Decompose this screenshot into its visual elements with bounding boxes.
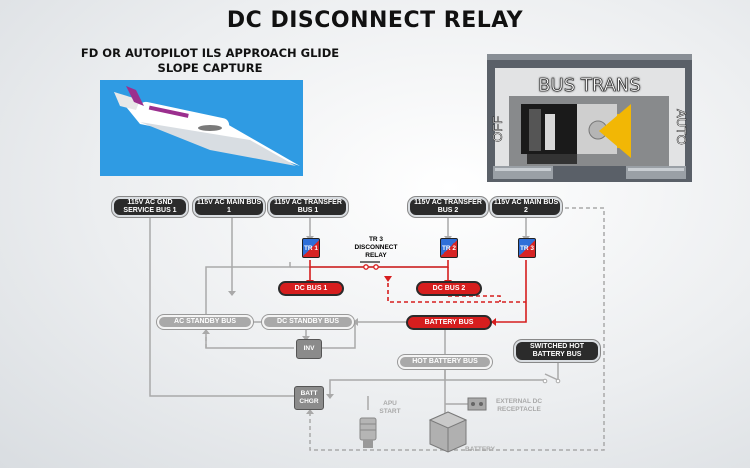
apu-start-icon xyxy=(359,417,377,448)
dc-bus-1: DC BUS 1 xyxy=(278,281,344,296)
battery-bus: BATTERY BUS xyxy=(406,315,492,330)
disconnect-relay-contacts xyxy=(360,261,380,270)
switched-hot-battery-bus: SWITCHED HOT BATTERY BUS xyxy=(514,340,600,362)
external-dc-label: EXTERNAL DC RECEPTACLE xyxy=(495,398,543,413)
ac-transfer-bus-1: 115V AC TRANSFER BUS 1 xyxy=(268,197,348,217)
airplane-illustration xyxy=(100,80,303,176)
dc-standby-bus: DC STANDBY BUS xyxy=(262,315,354,329)
ac-transfer-bus-2: 115V AC TRANSFER BUS 2 xyxy=(408,197,488,217)
battery-label: BATTERY xyxy=(465,446,495,453)
inverter: INV xyxy=(296,339,322,359)
bus-trans-switch-panel xyxy=(487,54,692,182)
apu-start-label: APU START xyxy=(379,400,401,415)
relay-label: TR 3 DISCONNECT RELAY xyxy=(354,236,398,259)
hot-battery-switch xyxy=(542,378,561,384)
page-title: DC DISCONNECT RELAY xyxy=(226,8,524,33)
airplane-icon xyxy=(114,86,300,166)
bus-trans-panel: BUS TRANS OFF AUTO xyxy=(487,54,692,182)
gnd-service-bus-1: 115V AC GND SERVICE BUS 1 xyxy=(112,197,188,217)
battery-icon xyxy=(428,411,468,453)
bus-trans-label: BUS TRANS xyxy=(538,75,641,96)
dc-bus-2: DC BUS 2 xyxy=(416,281,482,296)
ac-main-bus-2: 115V AC MAIN BUS 2 xyxy=(490,197,562,217)
ac-standby-bus: AC STANDBY BUS xyxy=(157,315,253,329)
external-dc-receptacle-icon xyxy=(467,397,487,411)
tr2-unit: TR 2 xyxy=(440,238,458,258)
tr3-unit: TR 3 xyxy=(518,238,536,258)
active-dashed-wiring xyxy=(387,276,526,303)
battery-charger: BATT CHGR xyxy=(294,386,324,410)
hot-battery-bus: HOT BATTERY BUS xyxy=(398,355,492,369)
tr1-unit: TR 1 xyxy=(302,238,320,258)
subtitle: FD OR AUTOPILOT ILS APPROACH GLIDE SLOPE… xyxy=(80,46,340,75)
ac-main-bus-1: 115V AC MAIN BUS 1 xyxy=(193,197,265,217)
active-wiring xyxy=(309,260,527,323)
